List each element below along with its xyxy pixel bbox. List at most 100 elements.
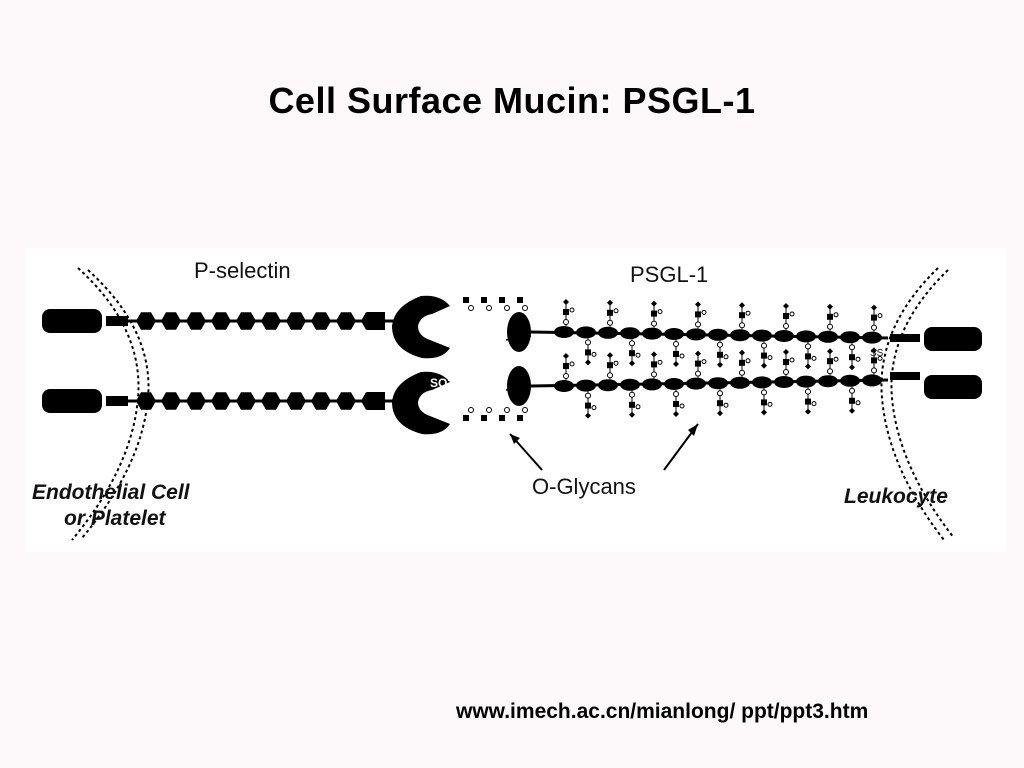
glycan-sugar: [871, 357, 877, 364]
psgl1-n-terminal-bottom: [507, 366, 531, 406]
leukocyte-anchor-top: [924, 327, 982, 351]
glycan-sugar: [563, 363, 569, 369]
transmembrane-segment: [106, 396, 128, 406]
glycan-sugar: [767, 401, 773, 407]
glycan-sugar: [613, 360, 619, 366]
glycan-sugar: [717, 390, 723, 397]
glycan-sugar: [695, 360, 701, 367]
glycan-sugar: [468, 407, 474, 413]
consensus-repeat-hexagon: [211, 392, 231, 410]
glycan-sugar: [701, 309, 707, 315]
glycan-sugar: [591, 351, 597, 357]
glycan-sugar: [855, 356, 861, 362]
glycan-sugar: [871, 324, 877, 331]
mucin-domain-ellipse: [774, 330, 794, 342]
glycan-sugar: [585, 339, 591, 346]
glycan-sugar: [585, 349, 591, 356]
lectin-domain-bottom: [392, 371, 450, 435]
glycan-sugar: [673, 411, 679, 417]
leukocyte-label: Leukocyte: [844, 485, 948, 508]
psgl1-label: PSGL-1: [630, 262, 709, 287]
mucin-domain-ellipse: [598, 326, 618, 339]
mucin-domain-ellipse: [752, 376, 772, 389]
psgl1-n-terminal-top: [507, 312, 531, 352]
glycan-sugar: [811, 355, 817, 361]
glycan-sugar: [679, 353, 685, 359]
lectin-domain-top: [392, 295, 450, 359]
glycan-sugar: [629, 391, 635, 398]
glycan-sugar: [673, 391, 679, 397]
glycan-sugar: [522, 407, 528, 413]
glycan-sugar: [789, 357, 795, 363]
consensus-repeat-hexagon: [211, 312, 231, 330]
glycan-sugar: [504, 305, 510, 311]
glycan-sugar: [657, 309, 663, 315]
psgl1-chains: [530, 326, 889, 392]
mucin-domain-ellipse: [862, 374, 882, 387]
glycan-sugar: [463, 415, 469, 421]
mucin-domain-ellipse: [576, 379, 596, 392]
source-url: www.imech.ac.cn/mianlong/ ppt/ppt3.htm: [456, 700, 869, 723]
glycan-sugar: [607, 352, 613, 359]
glycan-sugar: [833, 312, 839, 318]
mucin-domain-ellipse: [796, 375, 816, 388]
transmembrane-segment: [890, 372, 920, 380]
glycan-sugar: [695, 301, 701, 308]
mucin-domain-ellipse: [576, 326, 596, 339]
mucin-domain-ellipse: [554, 380, 574, 392]
consensus-repeat-hexagon: [136, 392, 156, 410]
so3-tyr-label-top: SO3-Tyr: [430, 328, 476, 342]
endothelial-cell-label-line2: or Platelet: [64, 507, 166, 530]
glycan-sugar: [871, 314, 877, 321]
glycan-sugar: [499, 415, 505, 421]
glycan-sugar: [761, 409, 767, 416]
glycan-sugar: [789, 311, 795, 317]
mucin-domain-ellipse: [686, 328, 706, 341]
consensus-repeat-hexagon: [336, 312, 356, 330]
slide-title: Cell Surface Mucin: PSGL-1: [268, 80, 756, 121]
glycan-sugar: [849, 407, 855, 414]
glycan-sugar: [695, 350, 701, 357]
transmembrane-segment: [106, 316, 128, 326]
glycan-sugar: [463, 297, 469, 303]
glycan-sugar: [805, 353, 811, 360]
glycan-sugar: [486, 407, 492, 413]
so3-tyr-label-bottom: SO3-Tyr: [430, 376, 476, 390]
glycan-sugar: [761, 362, 767, 369]
glycan-sugar: [651, 351, 657, 358]
glycan-sugar: [761, 389, 767, 396]
consensus-repeat-hexagon: [236, 392, 256, 410]
glycan-sugar: [739, 322, 745, 329]
glycan-sugar: [651, 320, 657, 327]
glycan-sugar: [499, 297, 505, 303]
egf-domain-square: [367, 392, 385, 410]
mucin-domain-ellipse: [642, 327, 662, 340]
glycan-sugar: [563, 373, 569, 379]
glycan-sugar: [673, 401, 679, 407]
glycan-sugar: [585, 392, 591, 399]
glycan-sugar: [468, 305, 474, 311]
o-glycan-branches: [463, 297, 883, 421]
glycan-sugar: [805, 398, 811, 405]
glycan-sugar: [717, 341, 723, 348]
glycan-sugar: [673, 341, 679, 347]
glycan-sugar: [613, 308, 619, 314]
glycan-sugar: [761, 342, 767, 349]
mucin-domain-ellipse: [598, 379, 618, 392]
glycan-sugar: [871, 304, 877, 311]
glycan-sugar: [805, 388, 811, 395]
glycan-sugar: [585, 402, 591, 409]
glycan-sugar: [805, 363, 811, 370]
consensus-repeat-hexagon: [236, 312, 256, 330]
glycan-sugar: [739, 349, 745, 356]
glycan-sugar: [827, 313, 833, 320]
consensus-repeat-hexagon: [286, 312, 306, 330]
glycan-sugar: [871, 367, 877, 374]
consensus-repeat-hexagon: [261, 312, 281, 330]
glycan-sugar: [739, 359, 745, 366]
connector-line: [505, 335, 532, 341]
glycan-sugar: [629, 340, 635, 347]
glycan-sugar: [849, 387, 855, 394]
psgl1-diagram: P-selectin PSGL-1 SO3-Tyr SO3-Tyr SS O-G…: [26, 248, 1006, 552]
glycan-sugar: [877, 313, 883, 319]
